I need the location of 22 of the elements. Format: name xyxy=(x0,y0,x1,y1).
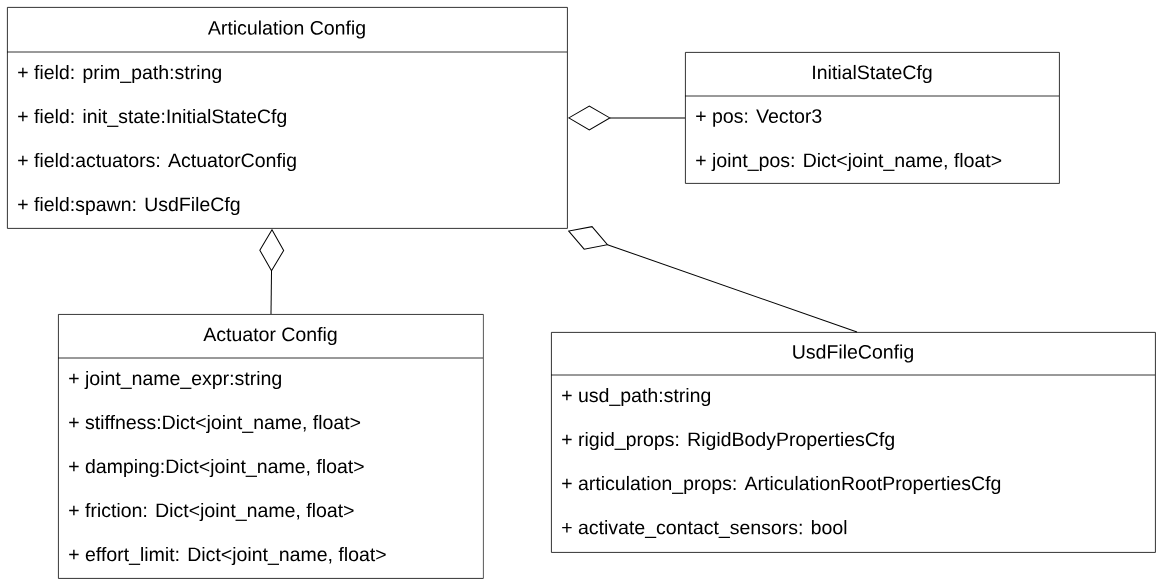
attribute-text: + effort_limit: Dict<joint_name, float> xyxy=(69,546,386,566)
attribute-text: + stiffness:Dict<joint_name, float> xyxy=(69,414,361,434)
attribute-text: + damping:Dict<joint_name, float> xyxy=(69,458,364,478)
aggregation-line xyxy=(568,105,686,131)
attribute-text: + pos: Vector3 xyxy=(696,109,822,127)
attribute-text: + field:spawn: UsdFileCfg xyxy=(18,196,240,216)
attribute-text: + usd_path:string xyxy=(562,387,711,407)
aggregation-line xyxy=(568,226,858,333)
class-name: UsdFileConfig xyxy=(793,344,913,363)
attribute-text: + joint_name_expr:string xyxy=(69,370,281,390)
class-name: Articulation Config xyxy=(207,20,365,39)
attribute-text: + rigid_props: RigidBodyPropertiesCfg xyxy=(562,431,894,451)
attribute-text: + friction: Dict<joint_name, float> xyxy=(69,502,354,522)
attribute-text: + joint_pos: Dict<joint_name, float> xyxy=(696,152,1002,172)
attribute-text: + field:actuators: ActuatorConfig xyxy=(18,152,296,172)
attribute-text: + activate_contact_sensors: bool xyxy=(562,520,847,538)
aggregation-line xyxy=(259,229,285,315)
class-name: Actuator Config xyxy=(203,326,337,346)
attribute-text: + field: prim_path:string xyxy=(18,64,221,84)
attribute-text: + field: init_state:InitialStateCfg xyxy=(18,108,286,128)
class-name: InitialStateCfg xyxy=(813,64,932,84)
attribute-text: + articulation_props: ArticulationRootPropertiesCfg xyxy=(562,475,1001,495)
